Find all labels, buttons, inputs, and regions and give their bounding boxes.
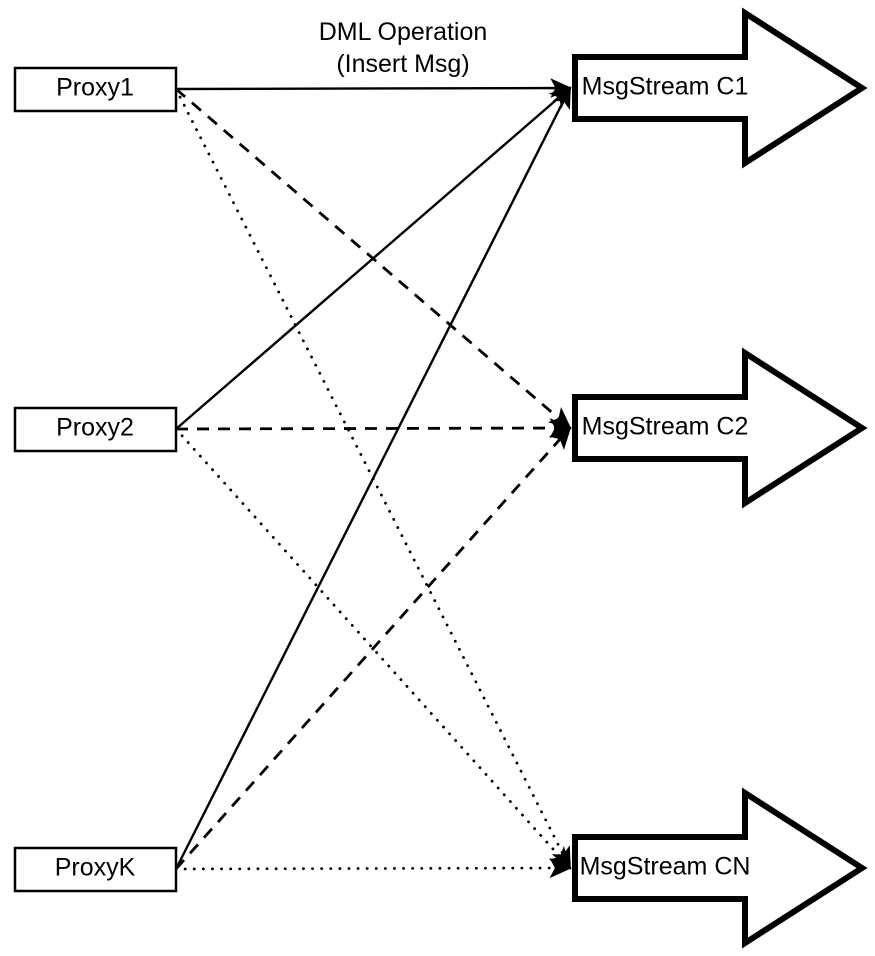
proxy-node-proxy2[interactable]: Proxy2 xyxy=(13,406,178,453)
proxy-node-proxyk[interactable]: ProxyK xyxy=(13,846,178,893)
proxy-box-rect[interactable] xyxy=(13,66,178,113)
dml-operation-label-line1: DML Operation xyxy=(319,18,488,46)
link-proxy2-to-stream-c1 xyxy=(175,86,572,430)
block-arrow-icon[interactable] xyxy=(572,7,868,169)
link-proxyk-to-stream-c2 xyxy=(174,426,572,870)
link-proxy1-to-stream-c1 xyxy=(175,78,572,98)
msgstream-node-c2[interactable]: MsgStream C2 xyxy=(572,347,868,509)
msgstream-label: MsgStream C2 xyxy=(582,413,749,441)
proxy-label: Proxy2 xyxy=(56,414,134,442)
msgstream-label: MsgStream C1 xyxy=(582,73,749,101)
proxy-label: Proxy1 xyxy=(56,74,134,102)
dml-operation-label: DML Operation (Insert Msg) xyxy=(319,18,488,78)
link-proxy2-to-stream-c2 xyxy=(175,417,572,439)
link-proxyk-to-stream-c1 xyxy=(174,86,572,870)
proxy-box-rect[interactable] xyxy=(13,846,178,893)
link-proxy2-to-stream-cn xyxy=(174,427,572,870)
connection-links xyxy=(174,78,572,879)
block-arrow-icon[interactable] xyxy=(572,787,868,949)
msgstream-node-cn[interactable]: MsgStream CN xyxy=(572,787,868,949)
msgstream-label: MsgStream CN xyxy=(580,853,751,881)
proxy-label: ProxyK xyxy=(55,854,136,882)
link-proxyk-to-stream-cn xyxy=(174,857,572,879)
proxy-node-proxy1[interactable]: Proxy1 xyxy=(13,66,178,113)
block-arrow-icon[interactable] xyxy=(572,347,868,509)
proxy-box-rect[interactable] xyxy=(13,406,178,453)
dml-operation-label-line2: (Insert Msg) xyxy=(336,50,469,78)
msgstream-node-c1[interactable]: MsgStream C1 xyxy=(572,7,868,169)
